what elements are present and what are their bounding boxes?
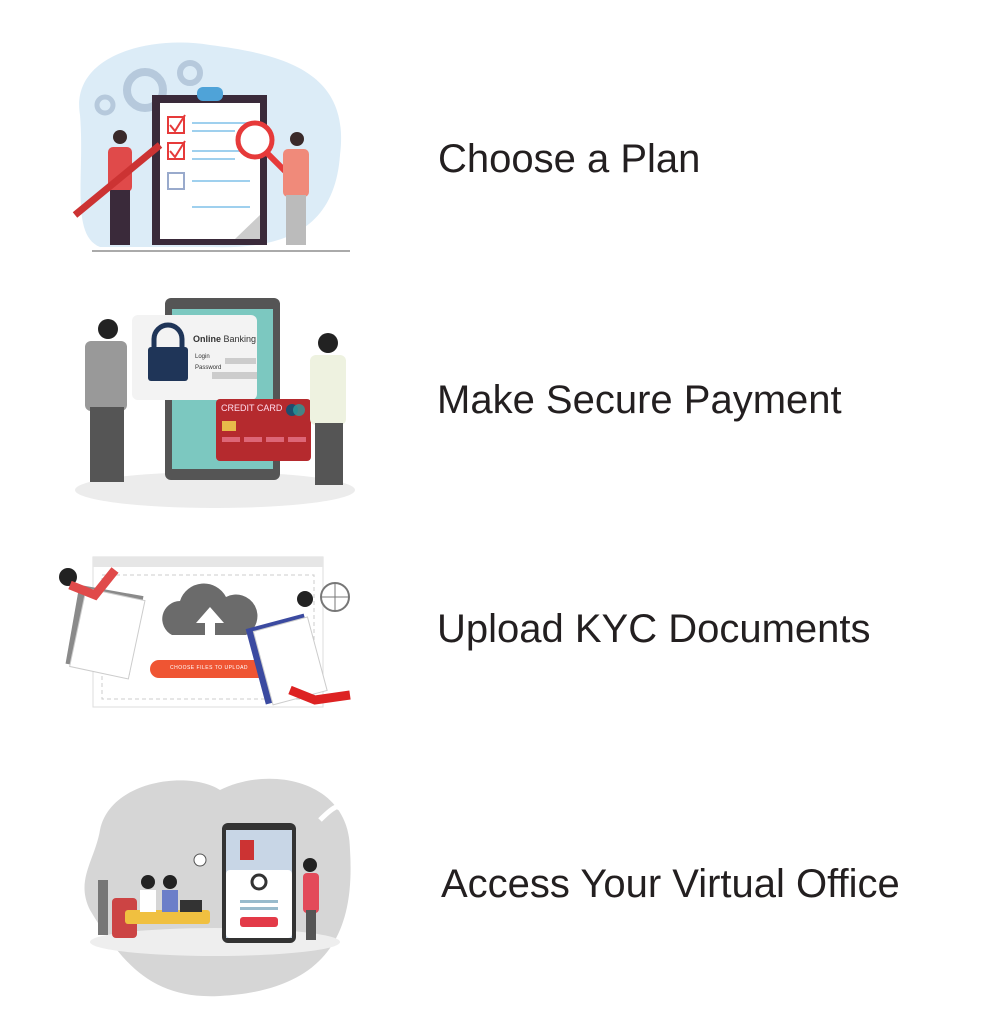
step-virtual-office: Access Your Virtual Office <box>0 760 987 1010</box>
step-upload-kyc: CHOOSE FILES TO UPLOAD Upload KYC Docume… <box>0 530 987 730</box>
step-label: Upload KYC Documents <box>437 607 871 651</box>
step-choose-plan: Choose a Plan <box>0 0 987 270</box>
login-label: Login <box>195 354 210 360</box>
payment-icon: Online Banking Login Password CREDIT CAR… <box>70 295 360 510</box>
password-label: Password <box>195 365 222 371</box>
upload-icon: CHOOSE FILES TO UPLOAD <box>50 535 360 730</box>
credit-card-label: CREDIT CARD <box>221 403 283 413</box>
banking-title-bold: Online <box>193 334 222 344</box>
banking-title: Banking <box>221 334 257 344</box>
checklist-icon <box>72 42 350 252</box>
virtual-office-icon <box>84 778 351 997</box>
choose-files-button[interactable]: CHOOSE FILES TO UPLOAD <box>169 665 249 671</box>
step-label: Make Secure Payment <box>437 378 842 422</box>
step-label: Choose a Plan <box>438 137 701 181</box>
step-label: Access Your Virtual Office <box>441 862 900 906</box>
step-secure-payment: Online Banking Login Password CREDIT CAR… <box>0 280 987 520</box>
